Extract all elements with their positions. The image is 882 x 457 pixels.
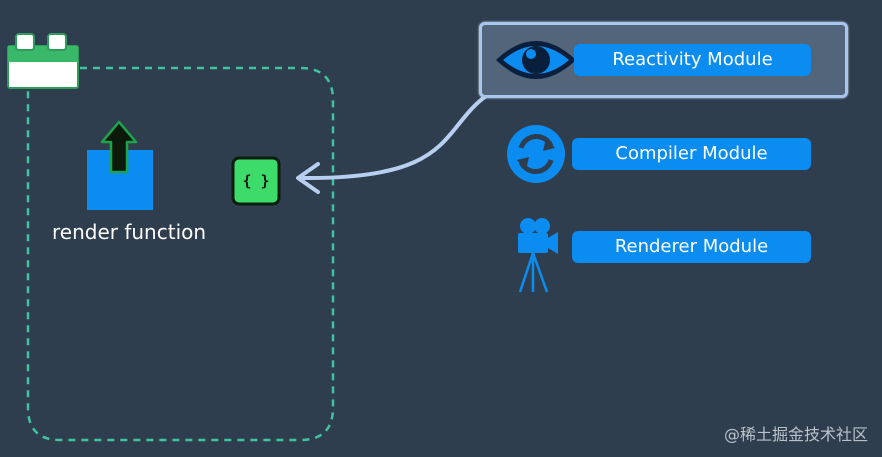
component-brick-icon <box>7 33 79 89</box>
render-function-icon <box>87 120 153 210</box>
compiler-module-pill[interactable]: Compiler Module <box>572 138 811 170</box>
renderer-module-pill[interactable]: Renderer Module <box>572 231 811 263</box>
watermark: @稀土掘金技术社区 <box>723 425 868 444</box>
connector-arrow <box>296 94 488 194</box>
component-dashed-border <box>26 66 335 442</box>
template-icon <box>231 156 281 206</box>
reactivity-module-pill[interactable]: Reactivity Module <box>574 44 811 76</box>
template-icon-text: { } <box>242 172 270 190</box>
render-function-label: render function <box>52 220 207 244</box>
